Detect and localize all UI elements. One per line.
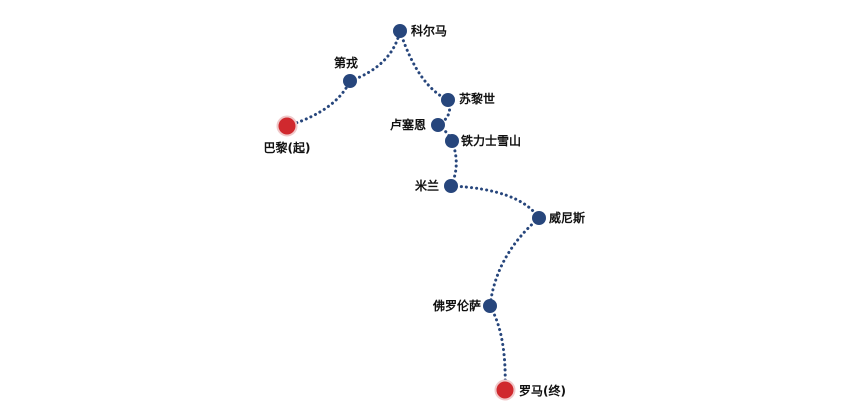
stop-florence[interactable]: 佛罗伦萨: [432, 298, 497, 313]
route-segment-milan-venice: [449, 184, 541, 220]
route-segment-paris-dijon: [285, 79, 352, 128]
stop-dijon[interactable]: 第戎: [334, 55, 358, 88]
stop-colmar[interactable]: 科尔马: [393, 23, 447, 38]
route-segment-florence-rome: [488, 304, 507, 392]
stop-marker[interactable]: [393, 24, 407, 38]
route-lines: [285, 29, 541, 392]
route-segment-venice-florence: [488, 216, 541, 308]
stop-paris[interactable]: 巴黎(起): [264, 115, 311, 156]
stop-rome[interactable]: 罗马(终): [494, 379, 566, 401]
route-segment-colmar-zurich: [398, 29, 450, 102]
stop-marker[interactable]: [431, 118, 445, 132]
stop-label-rome: 罗马(终): [519, 383, 566, 398]
endpoint-marker[interactable]: [494, 379, 516, 401]
stop-marker[interactable]: [445, 134, 459, 148]
stop-marker[interactable]: [444, 179, 458, 193]
stop-label-paris: 巴黎(起): [264, 140, 311, 155]
stop-label-titlis: 铁力士雪山: [461, 133, 521, 148]
stop-marker[interactable]: [343, 74, 357, 88]
stop-label-dijon: 第戎: [334, 55, 358, 70]
stop-venice[interactable]: 威尼斯: [532, 210, 585, 225]
stop-label-florence: 佛罗伦萨: [432, 298, 481, 313]
stop-marker[interactable]: [483, 299, 497, 313]
stop-label-milan: 米兰: [415, 178, 439, 193]
stop-marker[interactable]: [441, 93, 455, 107]
stop-label-zurich: 苏黎世: [459, 91, 495, 106]
stop-marker[interactable]: [532, 211, 546, 225]
endpoint-marker[interactable]: [276, 115, 298, 137]
stop-titlis[interactable]: 铁力士雪山: [445, 133, 521, 148]
stop-label-colmar: 科尔马: [411, 23, 447, 38]
stop-label-venice: 威尼斯: [549, 210, 585, 225]
stop-label-lucerne: 卢塞恩: [390, 117, 426, 132]
stop-lucerne[interactable]: 卢塞恩: [390, 117, 445, 132]
stop-zurich[interactable]: 苏黎世: [441, 91, 495, 107]
stop-milan[interactable]: 米兰: [415, 178, 458, 193]
